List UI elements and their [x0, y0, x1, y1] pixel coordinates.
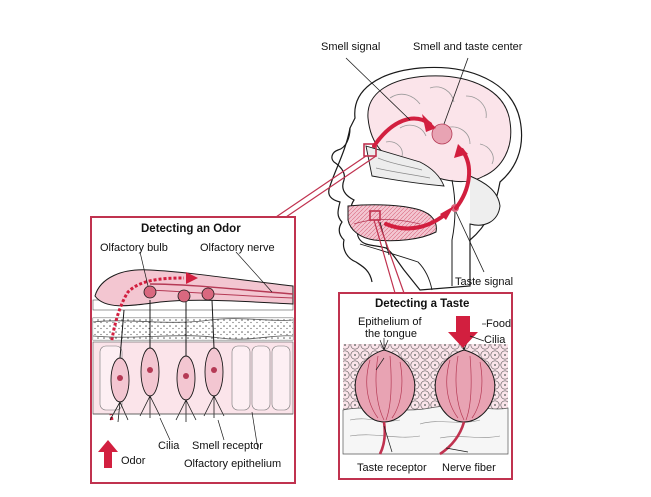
olfactory-bulb-label: Olfactory bulb	[100, 242, 168, 254]
olfactory-epithelium-label: Olfactory epithelium	[184, 458, 282, 470]
odor-label: Odor	[121, 455, 146, 467]
smell-signal-label: Smell signal	[321, 41, 381, 53]
head-illustration	[328, 66, 523, 291]
taste-panel	[338, 292, 513, 480]
odor-panel-art	[92, 251, 294, 468]
epithelium-tongue-label-line1: Epithelium of	[358, 316, 422, 328]
smell-taste-center-label: Smell and taste center	[413, 41, 523, 53]
epithelium-tongue-label-line2: the tongue	[365, 328, 417, 340]
taste-buds	[354, 338, 496, 423]
odor-panel	[90, 216, 296, 484]
taste-nerve-fibers	[378, 421, 466, 456]
taste-signal-label: Taste signal	[455, 276, 514, 288]
smell-receptor-label: Smell receptor	[192, 440, 263, 452]
food-label: Food	[486, 318, 512, 330]
taste-panel-art	[342, 316, 509, 456]
cilia-label-odor: Cilia	[158, 440, 180, 452]
zoom-lines	[275, 155, 405, 294]
taste-receptor-label: Taste receptor	[357, 462, 427, 474]
signal-arrowheads	[422, 114, 468, 220]
taste-panel-title: Detecting a Taste	[375, 298, 470, 310]
olfactory-nerve-label: Olfactory nerve	[200, 242, 275, 254]
nerve-fiber-label: Nerve fiber	[442, 462, 496, 474]
odor-panel-title: Detecting an Odor	[141, 223, 241, 235]
cilia-label-taste: Cilia	[484, 334, 506, 346]
